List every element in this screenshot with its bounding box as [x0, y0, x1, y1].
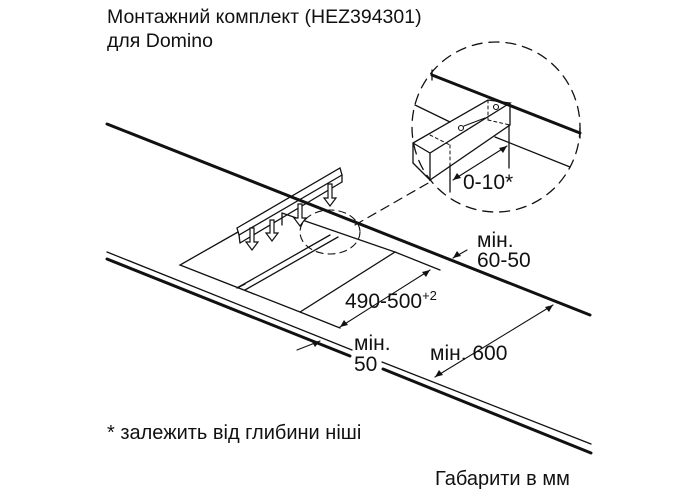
back-min-label: мін.	[477, 229, 514, 252]
front-min-label: мін.	[354, 332, 391, 355]
detail-leader	[354, 181, 431, 226]
footnote: * залежить від глибини ніші	[107, 422, 362, 444]
mounting-rail	[236, 167, 343, 244]
diagram-subtitle: для Domino	[107, 30, 213, 52]
countertop-front-edge-thick	[381, 367, 593, 455]
front-min-value: 50	[354, 353, 378, 376]
down-arrow-icon	[244, 183, 338, 251]
detail-view	[411, 41, 582, 213]
countertop-front-edge-thin	[106, 251, 353, 351]
diagram-title: Монтажний комплект (HEZ394301)	[107, 6, 422, 28]
counter-depth-label: мін. 600	[430, 342, 508, 365]
countertop-front-edge-thin	[381, 361, 592, 445]
cutout-depth-tolerance: +2	[422, 288, 437, 303]
countertop-front-edge-thick	[105, 257, 352, 358]
cutout	[178, 212, 441, 329]
detail-marker	[299, 209, 361, 255]
cutout-depth-label: 490-500+2	[345, 288, 437, 313]
cutout-depth-value: 490-500	[345, 290, 423, 313]
units-note: Габарити в мм	[435, 468, 570, 490]
back-min-value: 60-50	[477, 249, 531, 272]
countertop-back-edge	[105, 122, 592, 317]
detail-gap-label: 0-10*	[463, 171, 514, 194]
dimension-lines	[296, 249, 554, 378]
